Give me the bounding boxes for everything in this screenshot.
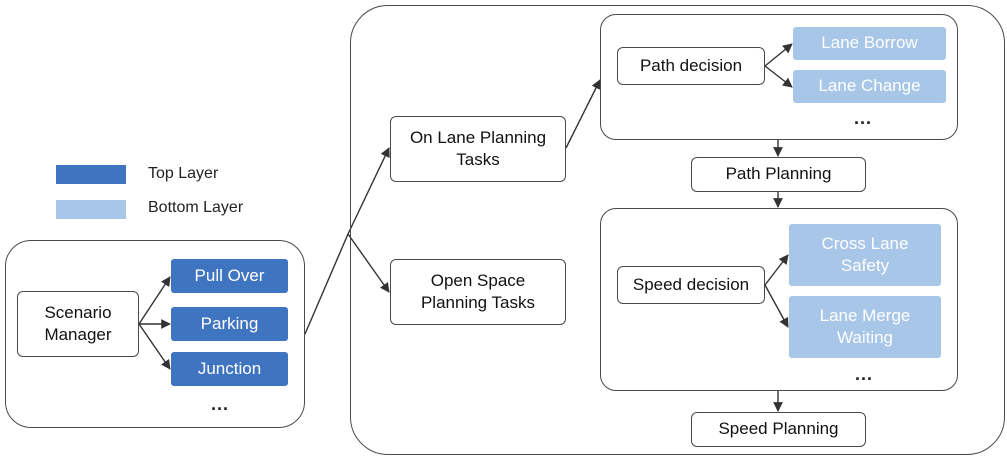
scenario-manager-node: Scenario Manager xyxy=(17,291,139,357)
scenario-more-ellipsis: ... xyxy=(211,394,230,414)
path-lane-change: Lane Change xyxy=(793,70,946,103)
speed-more-ellipsis: ... xyxy=(855,364,874,384)
legend-swatch-top-layer xyxy=(56,165,126,184)
legend-label-bottom-layer: Bottom Layer xyxy=(148,199,244,216)
scenario-junction: Junction xyxy=(171,352,288,386)
conn-scenario-to-hub xyxy=(304,233,349,335)
path-lane-borrow: Lane Borrow xyxy=(793,27,946,60)
conn-pathdecision-change xyxy=(764,65,793,88)
conn-manager-junction xyxy=(138,323,171,370)
open-space-planning-tasks-node: Open Space Planning Tasks xyxy=(390,259,566,325)
path-more-ellipsis: ... xyxy=(854,108,873,128)
scenario-parking: Parking xyxy=(171,307,288,341)
on-lane-planning-tasks-node: On Lane Planning Tasks xyxy=(390,116,566,182)
speed-decision-group xyxy=(600,208,958,391)
connectors xyxy=(138,43,793,412)
conn-hub-onlane xyxy=(347,147,390,235)
legend-label-top-layer: Top Layer xyxy=(148,165,219,182)
conn-speeddecision-lanemerge xyxy=(764,284,789,328)
speed-lane-merge-waiting: Lane Merge Waiting xyxy=(789,296,941,358)
conn-speeddecision-crosslane xyxy=(764,254,789,286)
conn-pathdecision-borrow xyxy=(764,43,793,67)
path-decision-node: Path decision xyxy=(617,47,765,85)
planning-group xyxy=(350,5,1005,455)
path-planning-node: Path Planning xyxy=(691,157,866,192)
legend-swatch-bottom-layer xyxy=(56,200,126,219)
speed-planning-node: Speed Planning xyxy=(691,412,866,447)
scenario-group xyxy=(5,240,305,428)
conn-hub-openspace xyxy=(347,233,390,293)
scenario-pull-over: Pull Over xyxy=(171,259,288,293)
speed-cross-lane-safety: Cross Lane Safety xyxy=(789,224,941,286)
speed-decision-node: Speed decision xyxy=(617,266,765,304)
conn-manager-pullover xyxy=(138,276,171,325)
conn-onlane-pathgroup xyxy=(565,79,601,149)
path-decision-group xyxy=(600,14,958,140)
